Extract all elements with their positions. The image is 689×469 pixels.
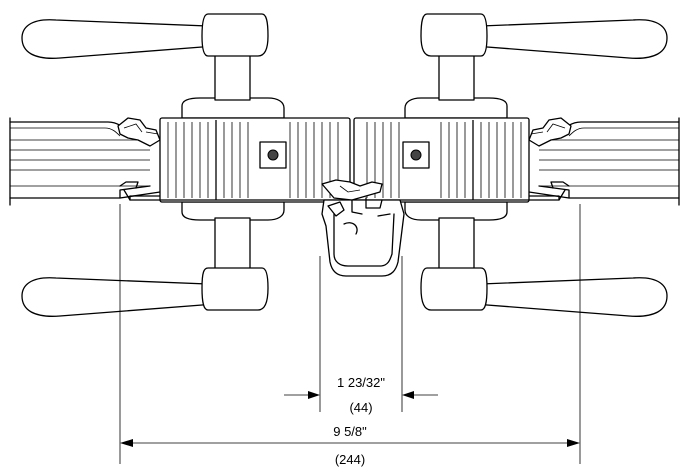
left-lever-top (21, 13, 269, 101)
left-bottom-plate (123, 189, 351, 201)
right-bottom-plate (353, 189, 566, 201)
left-door-assembly (9, 13, 351, 317)
right-lever-bottom (420, 217, 668, 317)
overall-dimension-imperial: 9 5/8" (333, 424, 367, 439)
overall-dimension-line (120, 439, 580, 447)
right-door-assembly (353, 13, 680, 317)
right-lever-top (420, 13, 668, 101)
left-lock-cylinder (259, 141, 287, 169)
left-lock-ribs (167, 120, 339, 200)
center-astragal (321, 179, 405, 277)
right-frame-profile (528, 117, 680, 206)
overall-dimension-metric: (244) (335, 452, 365, 467)
dimension-extension-lines (119, 204, 581, 464)
inner-dimension-metric: (44) (349, 400, 372, 415)
left-lever-bottom (21, 217, 269, 317)
left-lock-case (159, 97, 351, 221)
left-frame-profile (9, 117, 161, 206)
inner-dimension-arrows (284, 391, 438, 399)
inner-dimension-imperial: 1 23/32" (337, 375, 385, 390)
right-lock-case (353, 97, 530, 221)
right-lock-cylinder (402, 141, 430, 169)
